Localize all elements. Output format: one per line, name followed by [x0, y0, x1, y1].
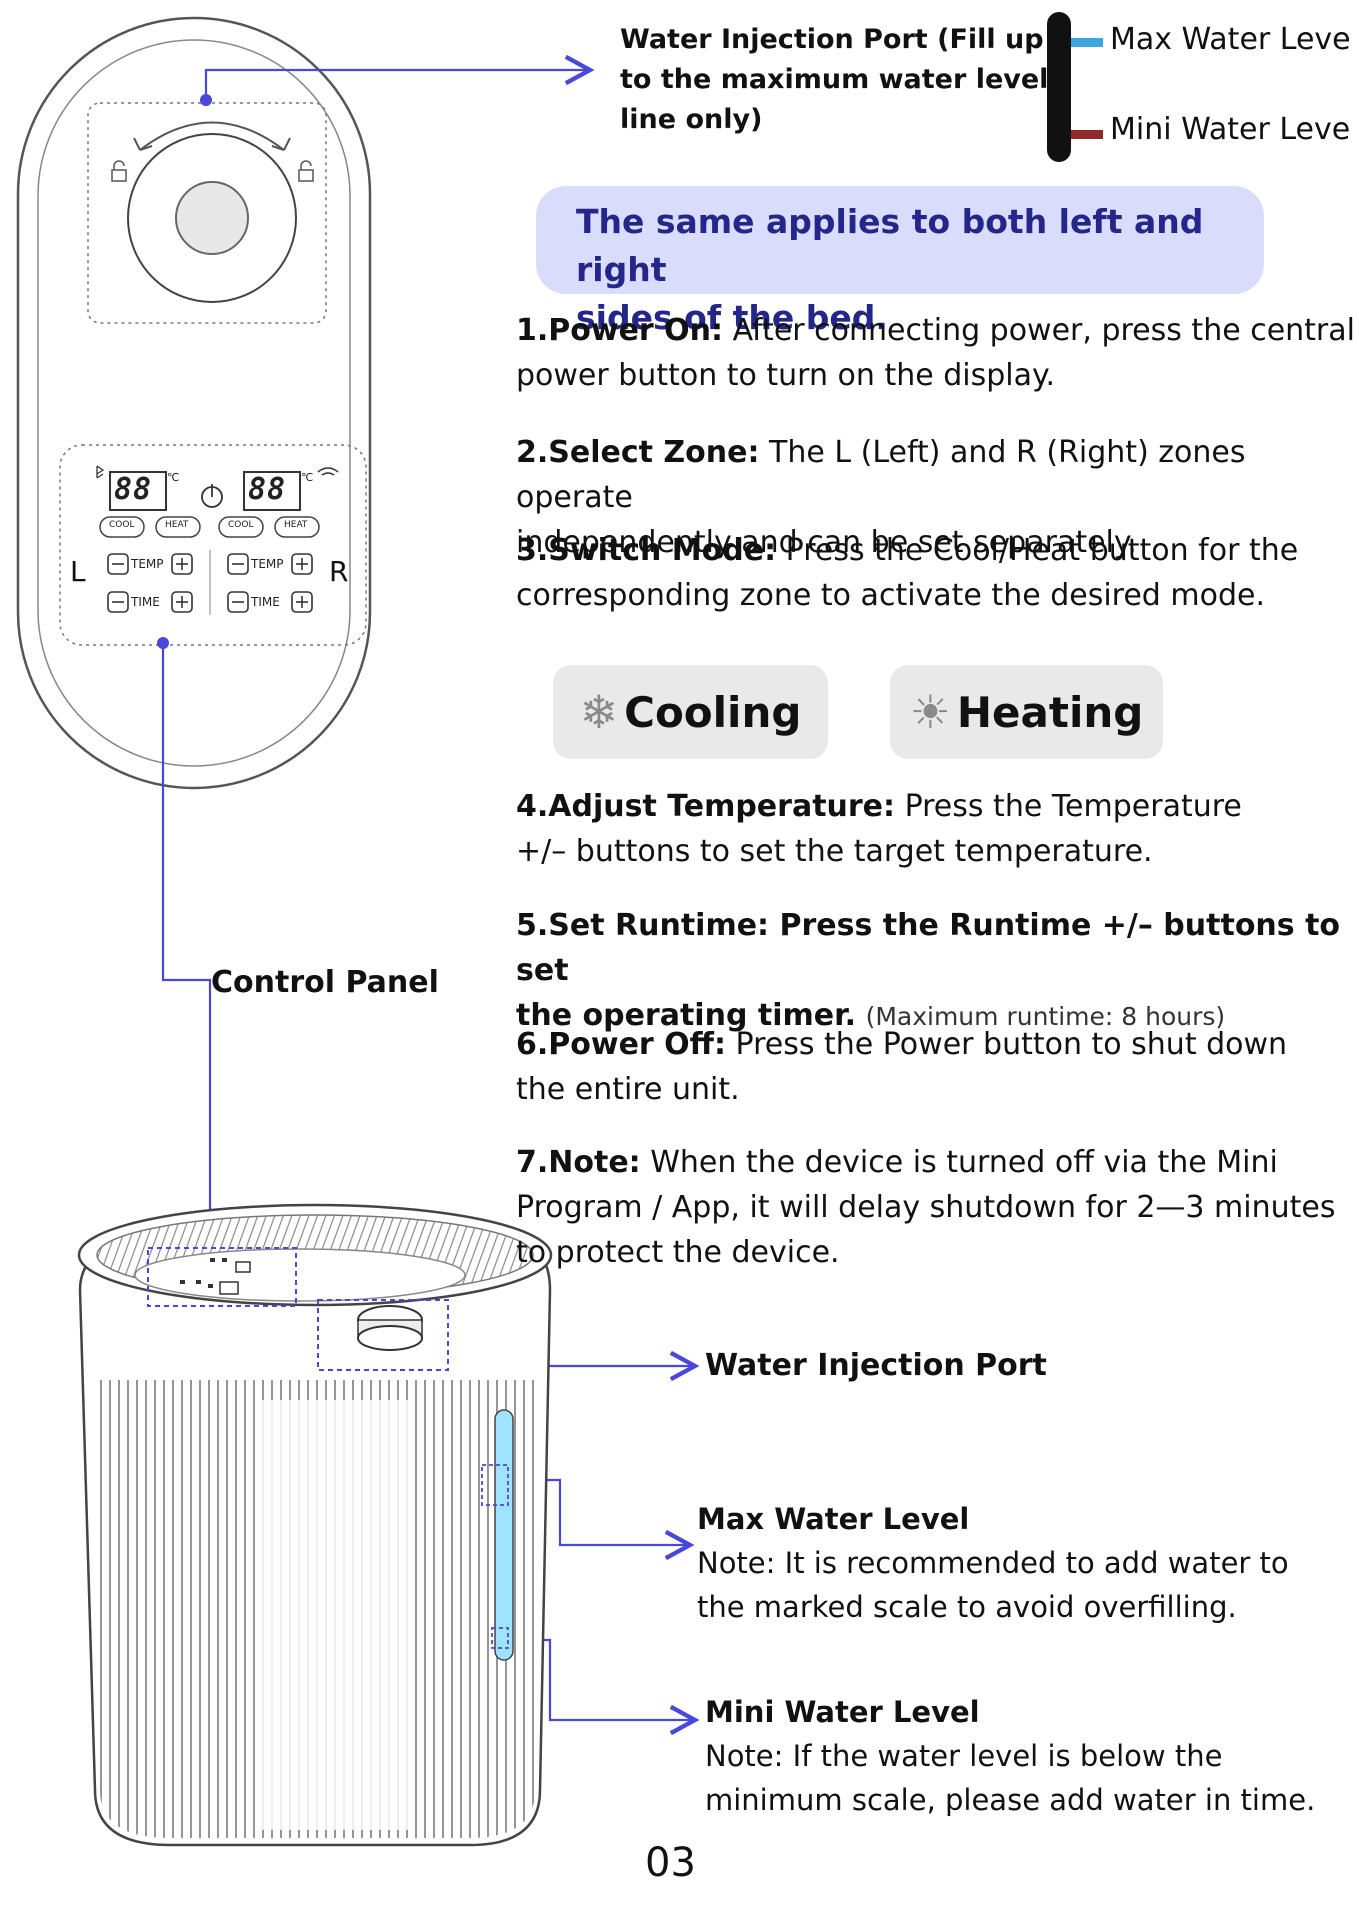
top-view-outline	[16, 16, 372, 790]
right-zone-label: R	[329, 555, 349, 588]
right-cool-button[interactable]: COOL	[228, 520, 254, 530]
wifi-icon	[317, 467, 339, 476]
power-icon	[201, 484, 223, 508]
control-panel-label: Control Panel	[211, 965, 439, 1000]
step-switch-mode: 3.Switch Mode: Press the Cool/Heat butto…	[516, 533, 1299, 613]
injection-port-callout: Water Injection Port (Fill up to the max…	[620, 24, 1049, 135]
left-zone-label: L	[70, 555, 86, 588]
cooling-mode-button[interactable]: ❄ Cooling	[553, 665, 828, 759]
heating-mode-button[interactable]: ☀ Heating	[890, 665, 1163, 759]
legend-min-label: Mini Water Leve	[1110, 112, 1351, 147]
left-unit: ℃	[167, 471, 180, 484]
right-unit: ℃	[301, 471, 314, 484]
step-power-off: 6.Power Off: Press the Power button to s…	[516, 1027, 1288, 1107]
sides-banner: The same applies to both left and right …	[536, 186, 1264, 337]
right-display: 88	[248, 472, 287, 507]
control-panel-area	[59, 444, 367, 646]
step-power-on: 1.Power On: After connecting power, pres…	[516, 313, 1355, 393]
bluetooth-icon	[96, 465, 105, 479]
device-body	[77, 1203, 553, 1847]
legend-max-label: Max Water Leve	[1110, 22, 1351, 57]
max-water-level-callout: Max Water Level Note: It is recommended …	[697, 1502, 1289, 1624]
page-number: 03	[645, 1840, 696, 1886]
injection-port-label: Water Injection Port	[705, 1348, 1047, 1383]
step-adjust-temperature: 4.Adjust Temperature: Press the Temperat…	[516, 789, 1242, 869]
water-level-legend	[1047, 12, 1103, 162]
left-display: 88	[114, 472, 153, 507]
step-set-runtime: 5.Set Runtime: Press the Runtime +/– but…	[516, 908, 1341, 1033]
right-heat-button[interactable]: HEAT	[284, 520, 308, 530]
step-select-zone: 2.Select Zone: The L (Left) and R (Right…	[516, 435, 1246, 560]
left-time-label: TIME	[131, 595, 160, 609]
right-time-label: TIME	[251, 595, 280, 609]
right-temp-label: TEMP	[251, 557, 284, 571]
mini-water-level-callout: Mini Water Level Note: If the water leve…	[705, 1695, 1316, 1817]
sun-icon: ☀	[909, 685, 951, 739]
unlock-icon	[298, 160, 314, 182]
lock-icon	[111, 160, 127, 182]
water-level-window	[494, 1409, 514, 1661]
min-level-marker	[1071, 130, 1103, 139]
snowflake-icon: ❄	[579, 685, 619, 739]
left-cool-button[interactable]: COOL	[109, 520, 135, 530]
left-heat-button[interactable]: HEAT	[165, 520, 189, 530]
max-level-marker	[1071, 38, 1103, 47]
step-note: 7.Note: When the device is turned off vi…	[516, 1145, 1336, 1270]
left-temp-label: TEMP	[131, 557, 164, 571]
